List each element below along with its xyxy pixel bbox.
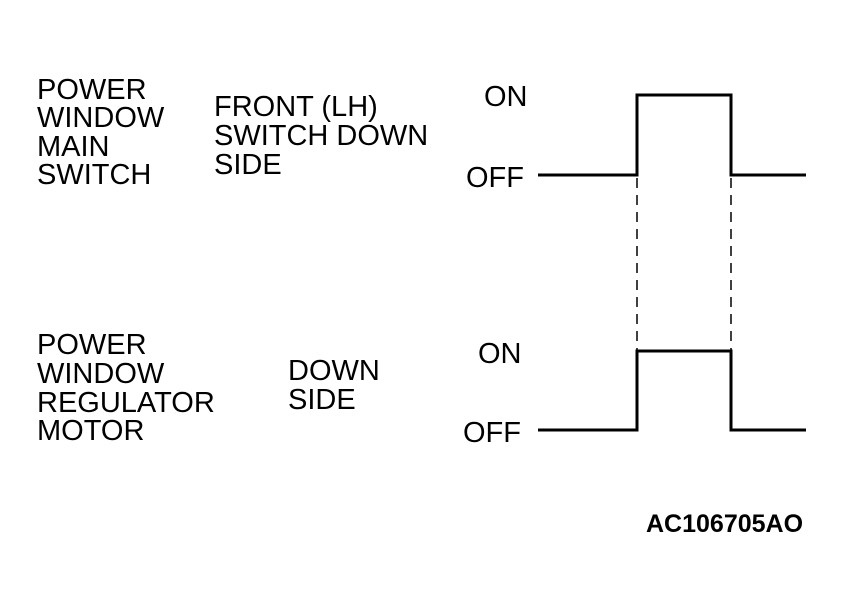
signal-name-line: WINDOW [37,358,165,390]
signal-name-line: MOTOR [37,415,144,447]
signal-mode-line: DOWN [288,355,380,387]
figure-code: AC106705AO [646,510,803,538]
signal-name-line: SWITCH [37,159,151,191]
signal-name-line: POWER [37,74,147,106]
motor-waveform [538,349,806,432]
switch-waveform [538,93,806,177]
signal-name-line: WINDOW [37,102,165,134]
on-level-label: ON [484,81,528,113]
signal-main-switch: POWER WINDOW MAIN SWITCH FRONT (LH) SWIT… [37,74,806,194]
signal-mode-line: FRONT (LH) [214,91,378,123]
signal-mode-line: SWITCH DOWN [214,120,428,152]
signal-regulator-motor: POWER WINDOW REGULATOR MOTOR DOWN SIDE O… [37,329,806,449]
signal-mode-line: SIDE [214,149,282,181]
on-level-label: ON [478,338,522,370]
signal-name-line: REGULATOR [37,387,215,419]
off-level-label: OFF [463,417,521,449]
signal-name-line: MAIN [37,131,110,163]
signal-name-line: POWER [37,329,147,361]
signal-mode-line: SIDE [288,384,356,416]
off-level-label: OFF [466,162,524,194]
